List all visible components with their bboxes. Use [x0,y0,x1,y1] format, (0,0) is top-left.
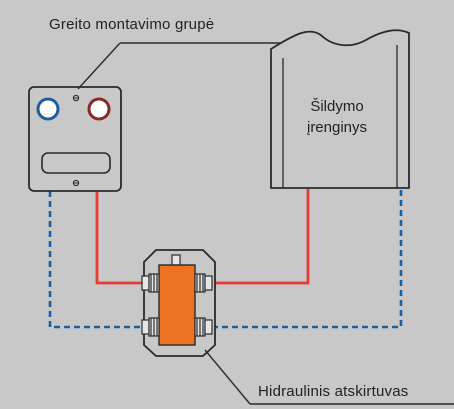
separator-connector-top-left [141,273,160,293]
return-lines [48,190,403,329]
red-gauge-icon [87,97,111,121]
heating-unit-label-line1: Šildymo [310,98,364,115]
supply-line-right [210,189,310,285]
top-screw-icon [72,94,80,102]
quick-mount-group-label: Greito montavimo grupė [49,16,215,33]
separator-top-port [171,254,181,266]
group-label-leader [77,42,121,90]
hydraulic-separator [141,249,216,357]
supply-lines [95,189,310,285]
heating-unit [270,29,410,189]
separator-connector-bottom-left [141,317,160,337]
separator-connector-bottom-right [194,317,213,337]
hydraulic-separator-label: Hidraulinis atskirtuvas [258,383,409,400]
blue-gauge-icon [36,97,60,121]
quick-mount-group [28,86,122,192]
separator-label-leader [204,349,251,405]
heating-unit-label-line2: įrenginys [306,119,368,136]
group-display-panel [41,152,111,174]
separator-body [158,264,196,346]
heating-unit-label: Šildymo įrenginys [268,96,406,138]
return-line-left [48,191,146,329]
separator-connector-top-right [194,273,213,293]
supply-line-left [95,192,146,285]
bottom-screw-icon [72,179,80,187]
return-line-right [210,190,403,329]
